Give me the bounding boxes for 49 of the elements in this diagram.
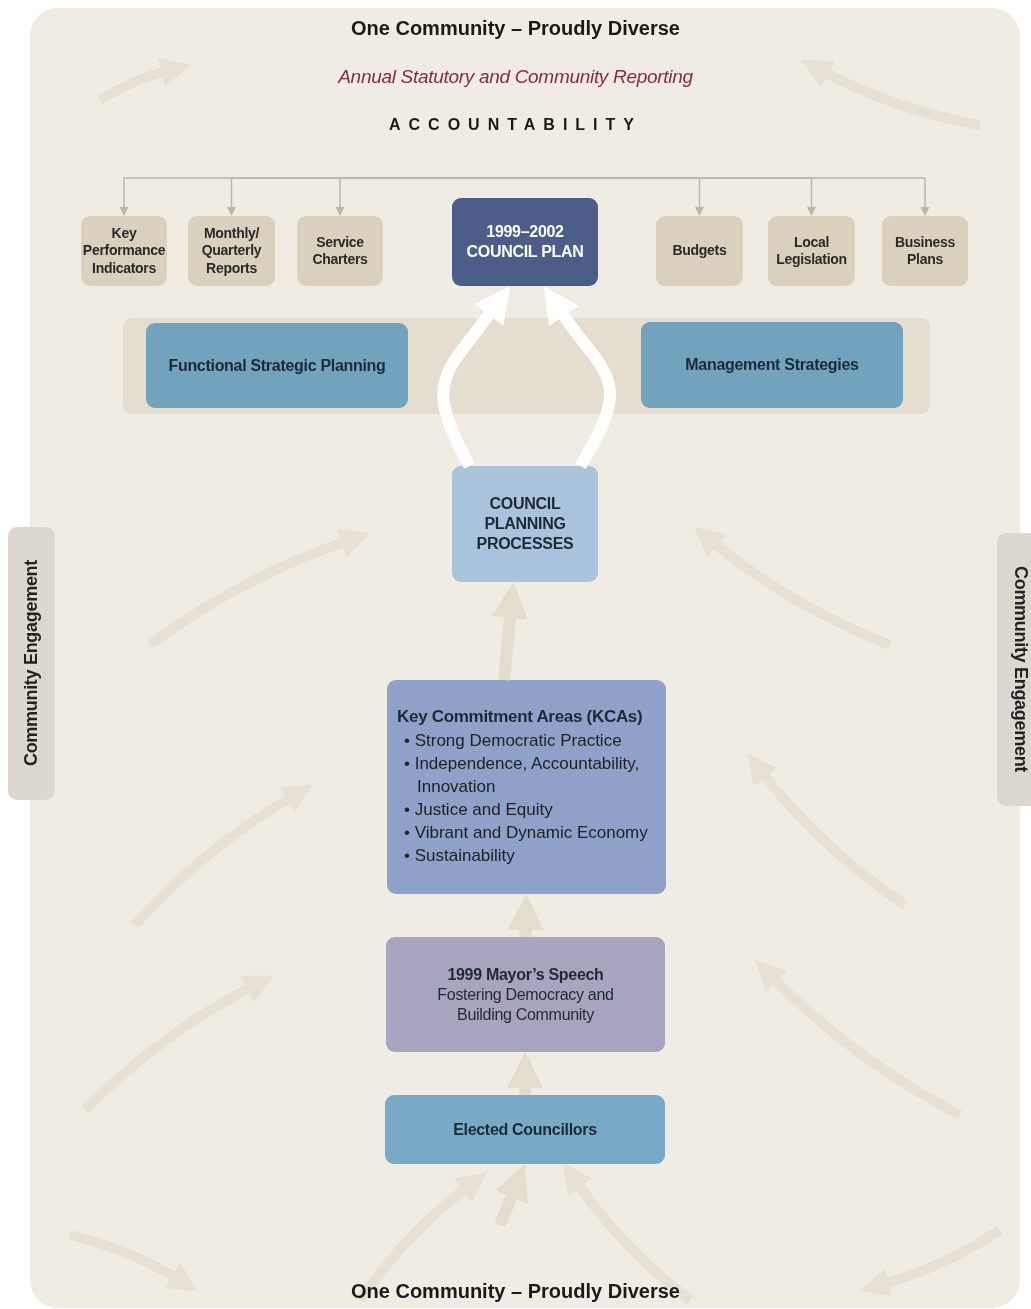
report-box: [656, 216, 743, 286]
subtitle: Annual Statutory and Community Reporting: [336, 66, 694, 88]
box-label: Functional Strategic Planning: [167, 355, 387, 376]
strategy-box: [146, 323, 408, 408]
box-subtitle: Fostering Democracy and Building Community: [436, 984, 615, 1025]
flow-arrow: [507, 894, 544, 938]
box-label: Business Plans: [894, 233, 956, 269]
strategy-band: [123, 318, 930, 414]
bullet-item: • Sustainability: [403, 845, 516, 867]
report-box: [81, 216, 167, 286]
flow-arrow: [507, 1052, 544, 1096]
councillors-box: [385, 1095, 665, 1164]
flow-arrow: [437, 286, 511, 469]
arrow: [524, 177, 930, 216]
bullet-item: • Vibrant and Dynamic Economy: [403, 822, 648, 845]
side-tab: [997, 533, 1031, 806]
box-label: Elected Councillors: [452, 1119, 598, 1140]
box-label: 1999–2002 COUNCIL PLAN: [465, 222, 585, 262]
footer-title: One Community – Proudly Diverse: [350, 1280, 681, 1303]
box-heading: Key Commitment Areas (KCAs): [397, 706, 643, 728]
diagram-title: One Community – Proudly Diverse: [350, 17, 681, 40]
box-label: COUNCIL PLANNING PROCESSES: [475, 494, 575, 554]
tab-label: Community Engagement: [20, 560, 43, 767]
plan-box: [452, 198, 598, 286]
process-box: [452, 466, 598, 582]
flow-arrow: [492, 582, 528, 681]
commitment-box: [387, 680, 666, 894]
tab-label: Community Engagement: [1009, 566, 1031, 773]
report-box: [768, 216, 855, 286]
bullet-item: • Justice and Equity: [403, 799, 553, 822]
side-tab: [8, 527, 55, 800]
heading-label: ACCOUNTABILITY: [388, 116, 643, 134]
report-box: [297, 216, 383, 286]
flow-arrow: [494, 1164, 528, 1228]
strategy-box: [641, 322, 903, 408]
speech-box: [386, 937, 665, 1052]
box-label: Budgets: [671, 242, 728, 260]
arrow: [335, 177, 526, 216]
report-box: [882, 216, 968, 286]
box-label: Local Legislation: [775, 233, 848, 269]
box-heading: 1999 Mayor’s Speech: [446, 964, 605, 985]
flow-arrow: [544, 286, 617, 470]
box-label: Management Strategies: [684, 355, 860, 375]
box-label: Service Charters: [311, 233, 369, 269]
bullet-item: • Independence, Accountability, Innovation: [403, 753, 641, 799]
report-box: [188, 216, 275, 286]
box-label: Key Performance Indicators: [81, 224, 167, 278]
box-label: Monthly/ Quarterly Reports: [200, 224, 263, 278]
bullet-item: • Strong Democratic Practice: [403, 730, 622, 753]
